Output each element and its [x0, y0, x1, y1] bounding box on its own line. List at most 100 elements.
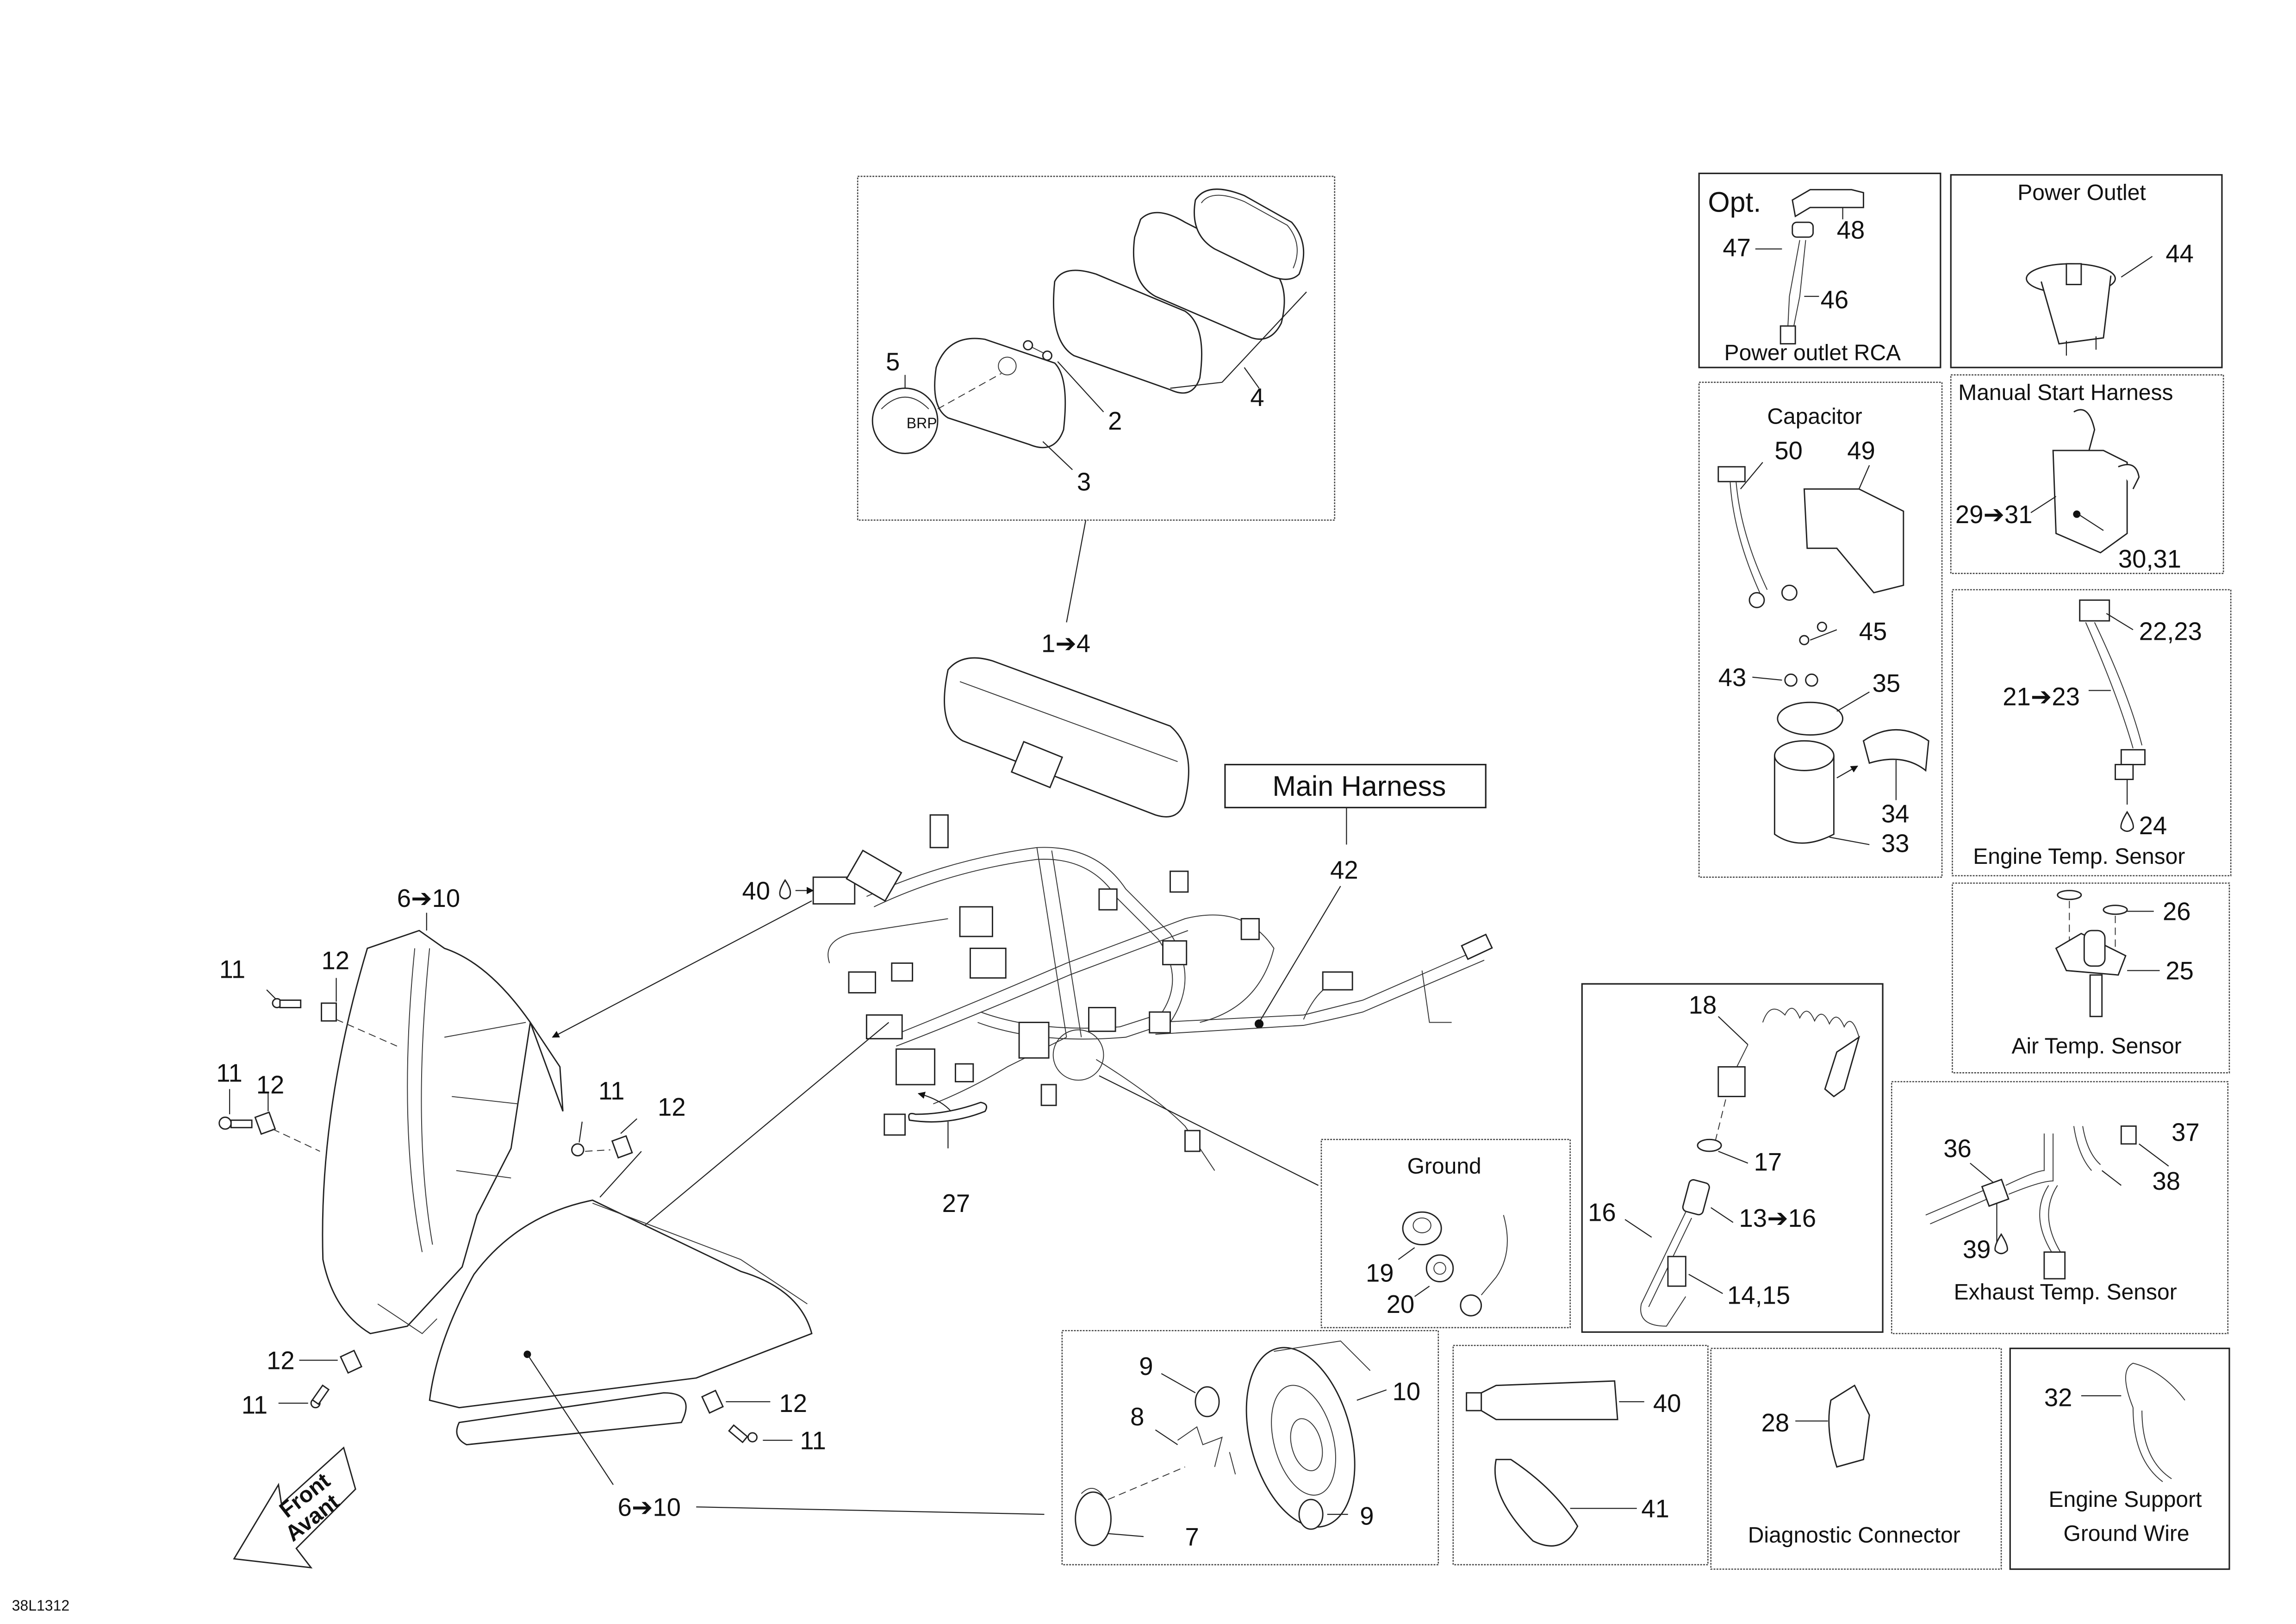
callout-10: 10 — [1393, 1378, 1421, 1406]
capacitor-bracket — [1803, 488, 1904, 593]
callout-40: 40 — [1653, 1389, 1681, 1418]
callout-27: 27 — [942, 1189, 971, 1218]
air-temp-frame — [1952, 882, 2230, 1074]
callout-2: 2 — [1108, 407, 1122, 435]
bulb-cover — [1245, 1347, 1356, 1528]
callout-49: 49 — [1847, 437, 1875, 465]
engine-ground-frame — [2009, 1348, 2230, 1570]
tether-cap — [1717, 1066, 1746, 1097]
exhaust-temp-sensor-group: 36 37 38 39 Exhaust Temp. Sensor — [1891, 1081, 2229, 1334]
gauge-group: BRP 5 2 3 4 — [857, 175, 1336, 623]
ground-title: Ground — [1407, 1154, 1481, 1179]
dess-connector — [1667, 1255, 1686, 1287]
callout-29-to-31: 29➔31 — [1955, 500, 2033, 529]
callout-9-b: 9 — [1360, 1502, 1374, 1530]
opt-label: Opt. — [1708, 187, 1761, 218]
callout-46: 46 — [1821, 286, 1849, 314]
engine-temp-sensor-group: 22,23 21➔23 24 Engine Temp. Sensor — [1952, 589, 2232, 876]
exhaust-temp-connector — [2043, 1251, 2066, 1280]
gauge-housing — [1132, 212, 1285, 340]
callout-14-15: 14,15 — [1727, 1281, 1790, 1310]
callout-37: 37 — [2172, 1118, 2200, 1147]
callout-11-b: 11 — [216, 1059, 242, 1087]
callout-6-to-10-lower: 6➔10 — [618, 1493, 681, 1521]
power-outlet-group: Power Outlet 44 — [1950, 174, 2223, 369]
callout-11-a: 11 — [219, 955, 245, 983]
fastener-screw — [571, 1118, 642, 1198]
callout-50: 50 — [1774, 437, 1803, 465]
callout-41: 41 — [1641, 1495, 1669, 1523]
headlight-group: 6➔10 6➔10 11 12 1 — [216, 884, 1045, 1569]
callout-11-c: 11 — [598, 1077, 624, 1105]
fastener-screw — [266, 978, 398, 1047]
bulb-grommet — [1298, 1499, 1324, 1530]
ground-frame — [1320, 1139, 1571, 1329]
capacitor-body — [1773, 756, 1835, 844]
callout-24: 24 — [2139, 812, 2167, 840]
callout-12-e: 12 — [779, 1389, 808, 1418]
callout-13-to-16: 13➔16 — [1739, 1204, 1817, 1232]
ground-group: Ground 19 20 — [1320, 1139, 1571, 1329]
gauge-assembly: 1➔4 — [944, 629, 1189, 818]
fastener-screw — [278, 1349, 363, 1409]
callout-45: 45 — [1859, 618, 1887, 646]
callout-12-d: 12 — [267, 1346, 295, 1374]
callout-39: 39 — [1963, 1235, 1991, 1263]
diagnostic-frame — [1710, 1348, 2002, 1570]
callout-11-e: 11 — [800, 1426, 826, 1455]
dess-post — [1682, 1179, 1710, 1216]
lower-lens-strip — [456, 1392, 687, 1446]
fastener-screw — [218, 1089, 320, 1152]
callout-8: 8 — [1130, 1403, 1144, 1431]
logo-text: BRP — [907, 415, 937, 431]
callout-12-a: 12 — [322, 946, 350, 974]
callout-48: 48 — [1837, 216, 1865, 244]
bulb-grommet — [1195, 1386, 1220, 1418]
air-temp-title: Air Temp. Sensor — [2011, 1034, 2181, 1059]
rca-title: Power outlet RCA — [1724, 341, 1901, 365]
callout-16: 16 — [1588, 1198, 1616, 1226]
callout-44: 44 — [2165, 240, 2194, 268]
engine-support-ground-group: 32 Engine Support Ground Wire — [2009, 1348, 2230, 1570]
callout-7: 7 — [1185, 1523, 1199, 1551]
callout-30-31: 30,31 — [2118, 545, 2181, 573]
exhaust-temp-frame — [1891, 1081, 2229, 1334]
brp-logo-cap: BRP — [871, 387, 939, 454]
manual-start-harness-group: Manual Start Harness 29➔31 30,31 — [1950, 374, 2224, 574]
harness-connector — [812, 876, 856, 905]
callout-42: 42 — [1330, 856, 1358, 884]
diagnostic-plug — [1828, 1384, 1870, 1468]
headlamp-bulb-group: 10 9 8 7 9 — [1061, 1330, 1439, 1566]
engine-temp-connector — [2079, 599, 2110, 622]
callout-6-to-10-upper: 6➔10 — [397, 884, 460, 912]
left-headlight-housing — [322, 930, 564, 1335]
callout-40-harness: 40 — [742, 877, 771, 905]
callout-28: 28 — [1761, 1409, 1790, 1437]
power-outlet-title: Power Outlet — [2017, 181, 2146, 205]
headlamp-bulb — [1075, 1491, 1112, 1546]
fastener-screw — [701, 1389, 793, 1443]
dess-frame — [1581, 983, 1884, 1333]
right-headlight-lens — [429, 1199, 813, 1409]
callout-3: 3 — [1077, 468, 1091, 496]
callout-18: 18 — [1689, 991, 1717, 1019]
capacitor-frame — [1698, 381, 1943, 878]
power-outlet-frame — [1950, 174, 2223, 369]
callout-33: 33 — [1881, 829, 1910, 857]
callout-9-a: 9 — [1139, 1352, 1153, 1380]
callout-38: 38 — [2153, 1167, 2181, 1195]
main-harness-title: Main Harness — [1272, 770, 1446, 802]
callout-26: 26 — [2163, 898, 2191, 926]
hose-27 — [908, 1101, 988, 1123]
callout-35: 35 — [1873, 669, 1901, 698]
manual-start-title: Manual Start Harness — [1958, 381, 2173, 405]
callout-12-b: 12 — [256, 1071, 285, 1099]
bulb-frame — [1061, 1330, 1439, 1566]
front-direction-arrow: Front Avant — [233, 1446, 356, 1569]
callout-12-c: 12 — [658, 1093, 686, 1121]
grease-drop-icon — [779, 879, 791, 899]
gauge-frame — [857, 175, 1336, 521]
ground-star-washer — [1425, 1254, 1454, 1283]
callout-1-to-4: 1➔4 — [1041, 629, 1090, 657]
